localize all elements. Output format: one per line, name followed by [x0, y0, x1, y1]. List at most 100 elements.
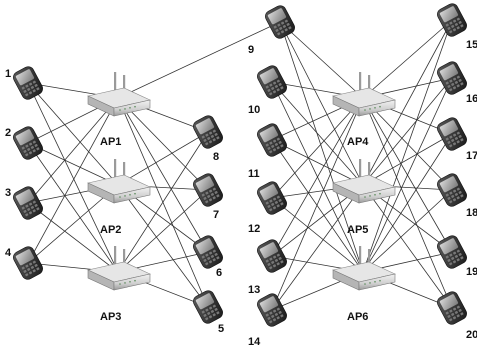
keypad-key — [272, 264, 277, 268]
access-point-label: AP3 — [100, 311, 121, 323]
keypad-key — [269, 208, 273, 212]
keypad-key — [207, 194, 211, 198]
router-front — [113, 99, 151, 117]
keypad-key — [274, 84, 278, 88]
keypad-key — [25, 273, 29, 277]
keypad-key — [445, 81, 449, 85]
keypad-key — [28, 271, 33, 275]
keypad-key — [274, 258, 278, 262]
keypad-key — [36, 147, 40, 151]
keypad-key — [458, 252, 462, 256]
keypad-key — [23, 209, 27, 213]
keypad-key — [454, 136, 458, 140]
keypad-key — [449, 191, 453, 195]
keypad-key — [36, 267, 40, 271]
device-label: 9 — [248, 44, 254, 56]
keypad-key — [456, 258, 460, 262]
link-11-ap6 — [271, 139, 364, 273]
keypad-key — [27, 87, 31, 91]
keypad-key — [32, 149, 36, 153]
keypad-key — [212, 196, 216, 200]
keypad-key — [278, 140, 282, 144]
access-point-ap2: AP2 — [87, 159, 151, 236]
keypad-key — [278, 256, 282, 260]
phone-screen — [15, 249, 35, 266]
antenna-icon — [368, 249, 371, 267]
status-light — [124, 282, 126, 284]
keypad-key — [210, 254, 214, 258]
keypad-key — [272, 318, 277, 322]
antenna-icon — [114, 72, 117, 92]
keypad-key — [212, 129, 216, 133]
device-label: 8 — [213, 151, 219, 163]
keypad-key — [25, 204, 29, 208]
keypad-key — [460, 256, 464, 260]
keypad-key — [214, 252, 218, 256]
device-7: 7 — [193, 173, 223, 221]
device-label: 11 — [248, 168, 260, 180]
keypad-key — [203, 138, 207, 142]
keypad-key — [23, 149, 27, 153]
status-light — [124, 195, 126, 197]
status-light — [364, 109, 366, 111]
keypad-key — [25, 144, 29, 148]
keypad-key — [449, 135, 453, 139]
keypad-key — [452, 198, 457, 202]
device-8: 8 — [193, 115, 223, 163]
link-18-ap6 — [362, 189, 453, 273]
keypad-key — [276, 262, 280, 266]
link-5-ap1 — [117, 97, 209, 308]
keypad-key — [267, 146, 271, 150]
keypad-key — [36, 207, 40, 211]
keypad-key — [212, 249, 216, 253]
keypad-key — [265, 85, 269, 89]
keypad-key — [449, 88, 453, 92]
link-20-ap5 — [362, 184, 453, 309]
keypad-key — [279, 26, 283, 30]
access-point-ap3: AP3 — [87, 246, 151, 323]
keypad-key — [32, 260, 36, 264]
access-point-ap1: AP1 — [87, 72, 151, 148]
keypad-key — [447, 314, 451, 318]
keypad-key — [265, 313, 269, 317]
keypad-key — [276, 307, 280, 311]
keypad-key — [281, 21, 285, 25]
link-10-ap5 — [271, 81, 364, 186]
keypad-key — [272, 206, 277, 210]
access-point-ap5: AP5 — [332, 159, 396, 236]
device-label: 19 — [466, 266, 477, 278]
status-light — [119, 196, 121, 198]
keypad-key — [456, 17, 460, 21]
keypad-key — [269, 92, 273, 96]
link-3-ap1 — [27, 97, 119, 204]
keypad-key — [23, 269, 27, 273]
keypad-key — [274, 312, 278, 316]
keypad-key — [269, 199, 273, 203]
keypad-key — [273, 309, 277, 313]
device-16: 16 — [437, 61, 477, 105]
keypad-key — [452, 142, 457, 146]
access-point-label: AP5 — [347, 224, 368, 236]
keypad-key — [28, 151, 33, 155]
keypad-key — [210, 134, 214, 138]
device-label: 6 — [216, 267, 222, 279]
keypad-key — [269, 83, 273, 87]
keypad-key — [203, 196, 207, 200]
keypad-key — [36, 87, 40, 91]
keypad-key — [208, 140, 213, 144]
status-light — [124, 108, 126, 110]
keypad-key — [271, 202, 275, 206]
status-light — [369, 108, 371, 110]
keypad-key — [453, 307, 457, 311]
keypad-key — [286, 22, 290, 26]
device-9: 9 — [248, 5, 295, 56]
keypad-key — [276, 316, 280, 320]
phone-screen — [267, 8, 287, 25]
keypad-key — [453, 251, 457, 255]
keypad-key — [208, 198, 213, 202]
keypad-key — [447, 140, 451, 144]
keypad-key — [460, 138, 464, 142]
keypad-key — [269, 141, 273, 145]
antenna-icon — [123, 75, 126, 93]
keypad-key — [276, 204, 280, 208]
